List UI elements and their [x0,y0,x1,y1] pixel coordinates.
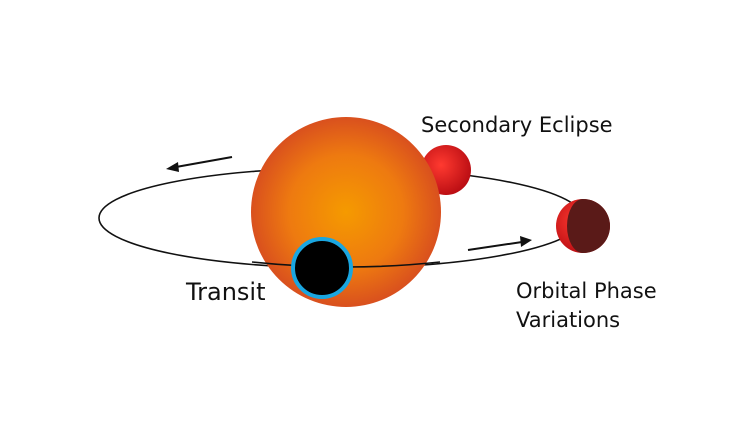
label-transit: Transit [185,278,266,306]
label-orbital-phase-line1: Orbital Phase [516,279,657,303]
label-orbital-phase-line2: Variations [516,308,620,332]
transit-planet [291,237,353,299]
arrow-bottom-right-icon [467,236,532,251]
orbital-phase-planet [556,199,610,253]
label-secondary-eclipse: Secondary Eclipse [421,113,613,137]
arrow-top-left-icon [166,156,233,172]
